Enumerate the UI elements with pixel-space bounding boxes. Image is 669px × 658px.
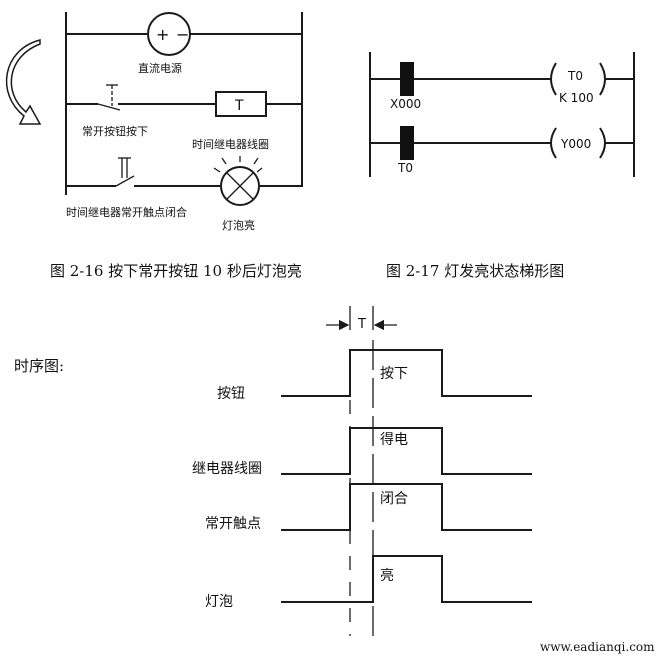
relay-contact-label: 时间继电器常开触点闭合: [66, 205, 187, 219]
timing-diagram: 时序图: T 按钮 按下 继电器线圈 得电 常开触点 闭合 灯泡 亮: [14, 306, 532, 636]
dc-source-label: 直流电源: [138, 61, 182, 75]
figure-caption-2-16: 图 2-16 按下常开按钮 10 秒后灯泡亮: [50, 262, 302, 280]
contact-t0-label: T0: [397, 161, 413, 175]
relay-coil-label: 时间继电器线圈: [192, 137, 269, 151]
relay-contact-icon: [115, 157, 135, 187]
dc-source-icon: + −: [147, 12, 191, 56]
timing-title: 时序图:: [14, 357, 64, 375]
timing-state-contact: 闭合: [380, 491, 408, 507]
lamp-label: 灯泡亮: [222, 218, 255, 232]
timing-state-button: 按下: [380, 366, 408, 382]
timer-name: T0: [567, 69, 583, 83]
waveform-contact: [281, 483, 532, 531]
timer-coil-left-paren: [550, 62, 557, 96]
timer-coil-right-paren: [599, 62, 606, 96]
waveform-lamp: [281, 555, 532, 603]
timing-state-relay-coil: 得电: [380, 431, 408, 448]
svg-text:−: −: [176, 25, 189, 44]
output-coil-label: Y000: [560, 137, 591, 151]
output-coil-left-paren: [550, 127, 557, 159]
button-label: 常开按钮按下: [82, 124, 148, 138]
timing-row-label-lamp: 灯泡: [205, 594, 233, 610]
t-interval-label: T: [357, 317, 366, 332]
timing-row-label-relay-coil: 继电器线圈: [192, 461, 262, 477]
waveform-button: [281, 349, 532, 397]
contact-t0: [400, 126, 414, 160]
svg-text:+: +: [156, 25, 169, 44]
timer-box-label: T: [234, 98, 244, 114]
timing-row-label-contact: 常开触点: [205, 516, 261, 532]
timing-state-lamp: 亮: [380, 567, 394, 584]
output-coil-right-paren: [599, 127, 606, 159]
curved-arrow-icon: [5, 39, 42, 125]
timing-row-label-button: 按钮: [217, 386, 245, 402]
timer-preset: K 100: [559, 91, 594, 105]
contact-x000-label: X000: [390, 97, 421, 111]
watermark: www.eadianqi.com: [540, 640, 655, 654]
figure-caption-2-17: 图 2-17 灯发亮状态梯形图: [386, 262, 564, 280]
ladder-diagram: X000 T0 K 100 T0 Y000: [369, 52, 635, 177]
waveform-relay-coil: [281, 427, 532, 475]
circuit-diagram: + − 直流电源 T 常开按钮按下 时间继电器线圈: [5, 12, 303, 232]
contact-x000: [400, 62, 414, 96]
push-button-icon: [97, 84, 121, 111]
lamp-icon: [210, 156, 263, 206]
